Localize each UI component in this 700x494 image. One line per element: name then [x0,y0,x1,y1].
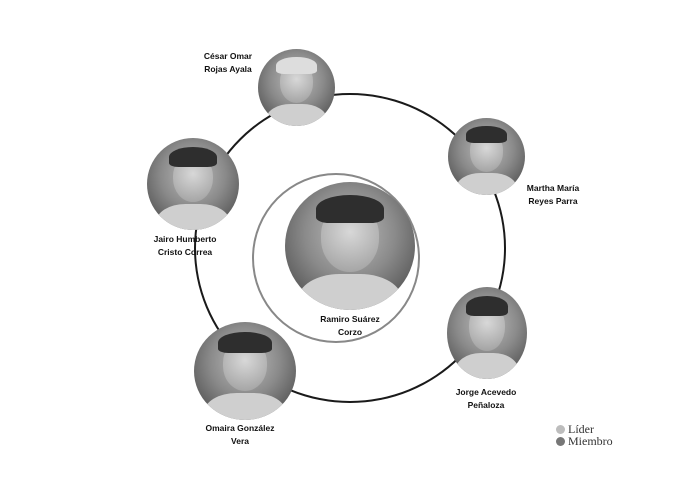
name-line: Peñaloza [467,399,505,410]
member-photo [194,322,296,420]
member-photo [447,287,527,379]
outer-ring [194,93,506,403]
member-name: Martha María Reyes Parra [527,182,579,207]
name-line: Reyes Parra [528,195,578,206]
name-line: Cristo Correa [157,246,213,257]
name-line: Corzo [337,326,363,337]
name-line: Omaira González [205,423,275,433]
legend-item-leader: Líder [556,423,613,435]
name-line: César Omar [203,51,253,61]
member-name: Jairo Humberto Cristo Correa [154,233,217,258]
member-photo [258,49,335,126]
member-name: Jorge Acevedo Peñaloza [456,386,517,411]
leader-name: Ramiro Suárez Corzo [320,313,380,338]
member-dot-icon [556,436,565,446]
name-line: Vera [231,435,249,446]
name-line: Jairo Humberto [153,234,217,244]
leader-dot-icon [556,424,565,434]
member-name: César Omar Rojas Ayala [204,50,252,75]
name-line: Rojas Ayala [204,63,252,74]
name-line: Jorge Acevedo [455,387,517,397]
legend-item-member: Miembro [556,435,613,447]
name-line: Martha María [526,183,580,193]
legend-label: Líder [568,422,594,436]
leader-photo [285,182,415,310]
member-photo [448,118,525,195]
legend-label: Miembro [568,434,613,448]
member-name: Omaira González Vera [206,422,275,447]
name-line: Ramiro Suárez [320,314,380,324]
legend: Líder Miembro [556,423,613,447]
member-photo [147,138,239,230]
